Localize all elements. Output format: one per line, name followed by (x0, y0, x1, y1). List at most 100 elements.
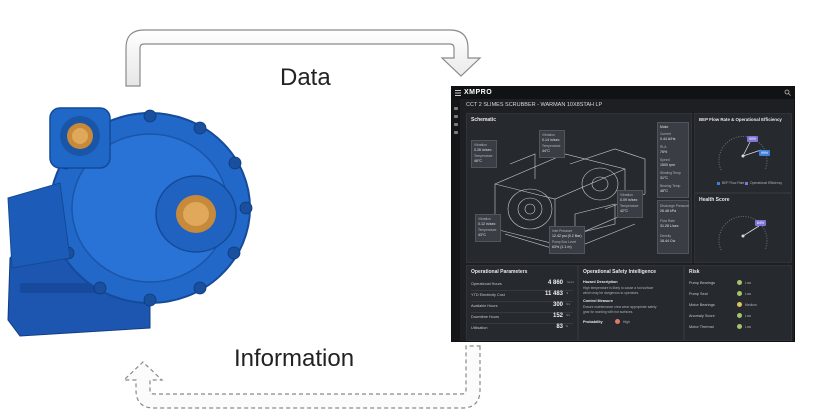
hazard-text-1: High temperature is likely to cause a ho… (583, 286, 654, 290)
param-label: Downtime Hours (471, 315, 500, 319)
dashboard-screenshot: XMPRO CCT 2 SLIMES SCRUBBER - WARMAN 10X… (451, 86, 795, 342)
callout-label: Temperature (478, 228, 497, 232)
risk-dot (737, 313, 742, 318)
callout-value: 0.14 in/sec (542, 138, 560, 142)
operational-panel: Operational Parameters Operational Hours… (466, 265, 578, 341)
risk-label: Anomaly Score (689, 314, 715, 318)
risk-label: Pump Bearings (689, 281, 715, 285)
health-gauge (718, 215, 768, 251)
callout-value: 63% (1.1 m) (552, 245, 572, 249)
data-arrow (125, 29, 482, 87)
risk-level: Low (745, 292, 752, 296)
param-unit: hrs (566, 302, 570, 306)
risk-label: Pump Seal (689, 292, 708, 296)
discharge-value: 26.48 kPa (660, 209, 677, 213)
nav-icon-settings[interactable] (454, 131, 458, 134)
bep-panel: BEP Flow Rate & Operational Efficiency 9… (694, 113, 792, 193)
health-badge: 84% (755, 220, 767, 226)
legend-efficiency: Operational Efficiency (750, 181, 783, 185)
param-value: 152 (552, 313, 563, 319)
nav-icon-list[interactable] (454, 123, 458, 126)
callout-value: 43°C (478, 233, 487, 237)
callout-box: Vibration 0.12 in/sec Temperature 43°C (475, 214, 501, 242)
control-text-1: Ensure maintenance crew wear appropriate… (583, 305, 657, 309)
motor-panel-title: Motor (660, 125, 669, 129)
data-label: Data (280, 64, 331, 91)
motor-label: Winding Temp (660, 171, 681, 175)
motor-label: Bearing Temp (660, 184, 681, 188)
callout-value: 0.26 in/sec (474, 148, 492, 152)
nav-icon-add[interactable] (454, 115, 458, 118)
callout-box: Vibration 0.26 in/sec Temperature 46°C (471, 140, 497, 168)
dashboard-topbar (452, 87, 794, 99)
legend-flow: BEP Flow Rate (722, 181, 745, 185)
bep-title: BEP Flow Rate & Operational Efficiency (699, 117, 782, 122)
safety-title: Operational Safety Intelligence (583, 269, 657, 275)
risk-level: Low (745, 325, 752, 329)
callout-label: Vibration (474, 143, 487, 147)
callout-label: Temperature (620, 204, 639, 208)
callout-label: Temperature (474, 154, 493, 158)
motor-label: RLA (660, 145, 667, 149)
hamburger-menu-icon[interactable] (455, 90, 461, 96)
slurry-pump-image (7, 107, 253, 337)
param-unit: hrs (566, 313, 570, 317)
risk-dot (737, 302, 742, 307)
dashboard-title: CCT 2 SLIMES SCRUBBER - WARMAN 10X8STAH … (466, 102, 603, 108)
motor-value: 1500 rpm (660, 163, 676, 167)
motor-value: 0.44 A/Hz (660, 137, 676, 141)
control-text-2: gear for working with hot surfaces. (583, 310, 634, 314)
discharge-label: Flow Rate (660, 219, 675, 223)
callout-box: Vibration 0.14 in/sec Temperature 44°C (539, 130, 565, 158)
probability-label: Probability (583, 320, 603, 324)
param-label: YTD Electricity Cost (471, 293, 505, 297)
discharge-label: Discharge Pressure (660, 204, 689, 208)
callout-value: 0.09 in/sec (620, 198, 638, 202)
callout-label: Inlet Pressure (552, 229, 573, 233)
bep-badge-flow: 90% (747, 136, 759, 142)
callout-box: Inlet Pressure 12.42 psi (0.2 Bar) Pump … (549, 226, 585, 254)
param-value: 300 (552, 302, 563, 308)
left-nav (452, 99, 460, 341)
risk-label: Motor Thermal (689, 325, 714, 329)
motor-value: 31°C (660, 176, 669, 180)
nav-icon-home[interactable] (454, 107, 458, 110)
health-panel: Health Score 84% (694, 193, 792, 263)
motor-value: 48°C (660, 189, 669, 193)
legend-swatch-efficiency (745, 182, 748, 185)
callout-value: 44°C (542, 149, 551, 153)
motor-label: Speed (660, 158, 670, 162)
callout-label: Vibration (542, 133, 555, 137)
callout-label: Vibration (478, 217, 491, 221)
information-label: Information (234, 345, 355, 372)
param-value: 4 860 (547, 280, 563, 286)
schematic-title: Schematic (471, 117, 497, 123)
risk-dot (737, 324, 742, 329)
search-icon[interactable] (784, 89, 791, 96)
callout-label: Vibration (620, 193, 633, 197)
callout-value: 0.12 in/sec (478, 222, 496, 226)
operational-title: Operational Parameters (471, 269, 528, 275)
param-label: Available Hours (471, 304, 498, 308)
discharge-value: 31.28 L/sec (660, 224, 679, 228)
discharge-label: Density (660, 234, 671, 238)
risk-dot (737, 280, 742, 285)
callout-value: 46°C (474, 159, 483, 163)
information-arrow (122, 345, 481, 409)
risk-label: Motor Bearings (689, 303, 715, 307)
hazard-title: Hazard Description (583, 280, 618, 284)
callout-box: Vibration 0.09 in/sec Temperature 42°C (617, 190, 643, 218)
callout-value: 42°C (620, 209, 629, 213)
health-title: Health Score (699, 197, 730, 203)
discharge-panel: Discharge Pressure 26.48 kPa Flow Rate 3… (657, 200, 689, 254)
discharge-value: 18.44 Cw (660, 239, 676, 243)
callout-value: 12.42 psi (0.2 Bar) (552, 234, 582, 238)
risk-panel: Risk Pump Bearings Low Pump Seal Low Mot… (684, 265, 792, 341)
param-unit: hours (567, 280, 574, 284)
probability-dot (615, 319, 620, 324)
risk-level: Low (745, 281, 752, 285)
motor-panel: Motor Current 0.44 A/Hz RLA 76% Speed 15… (657, 122, 689, 198)
param-value: 11 483 (544, 291, 563, 297)
motor-label: Current (660, 132, 671, 136)
